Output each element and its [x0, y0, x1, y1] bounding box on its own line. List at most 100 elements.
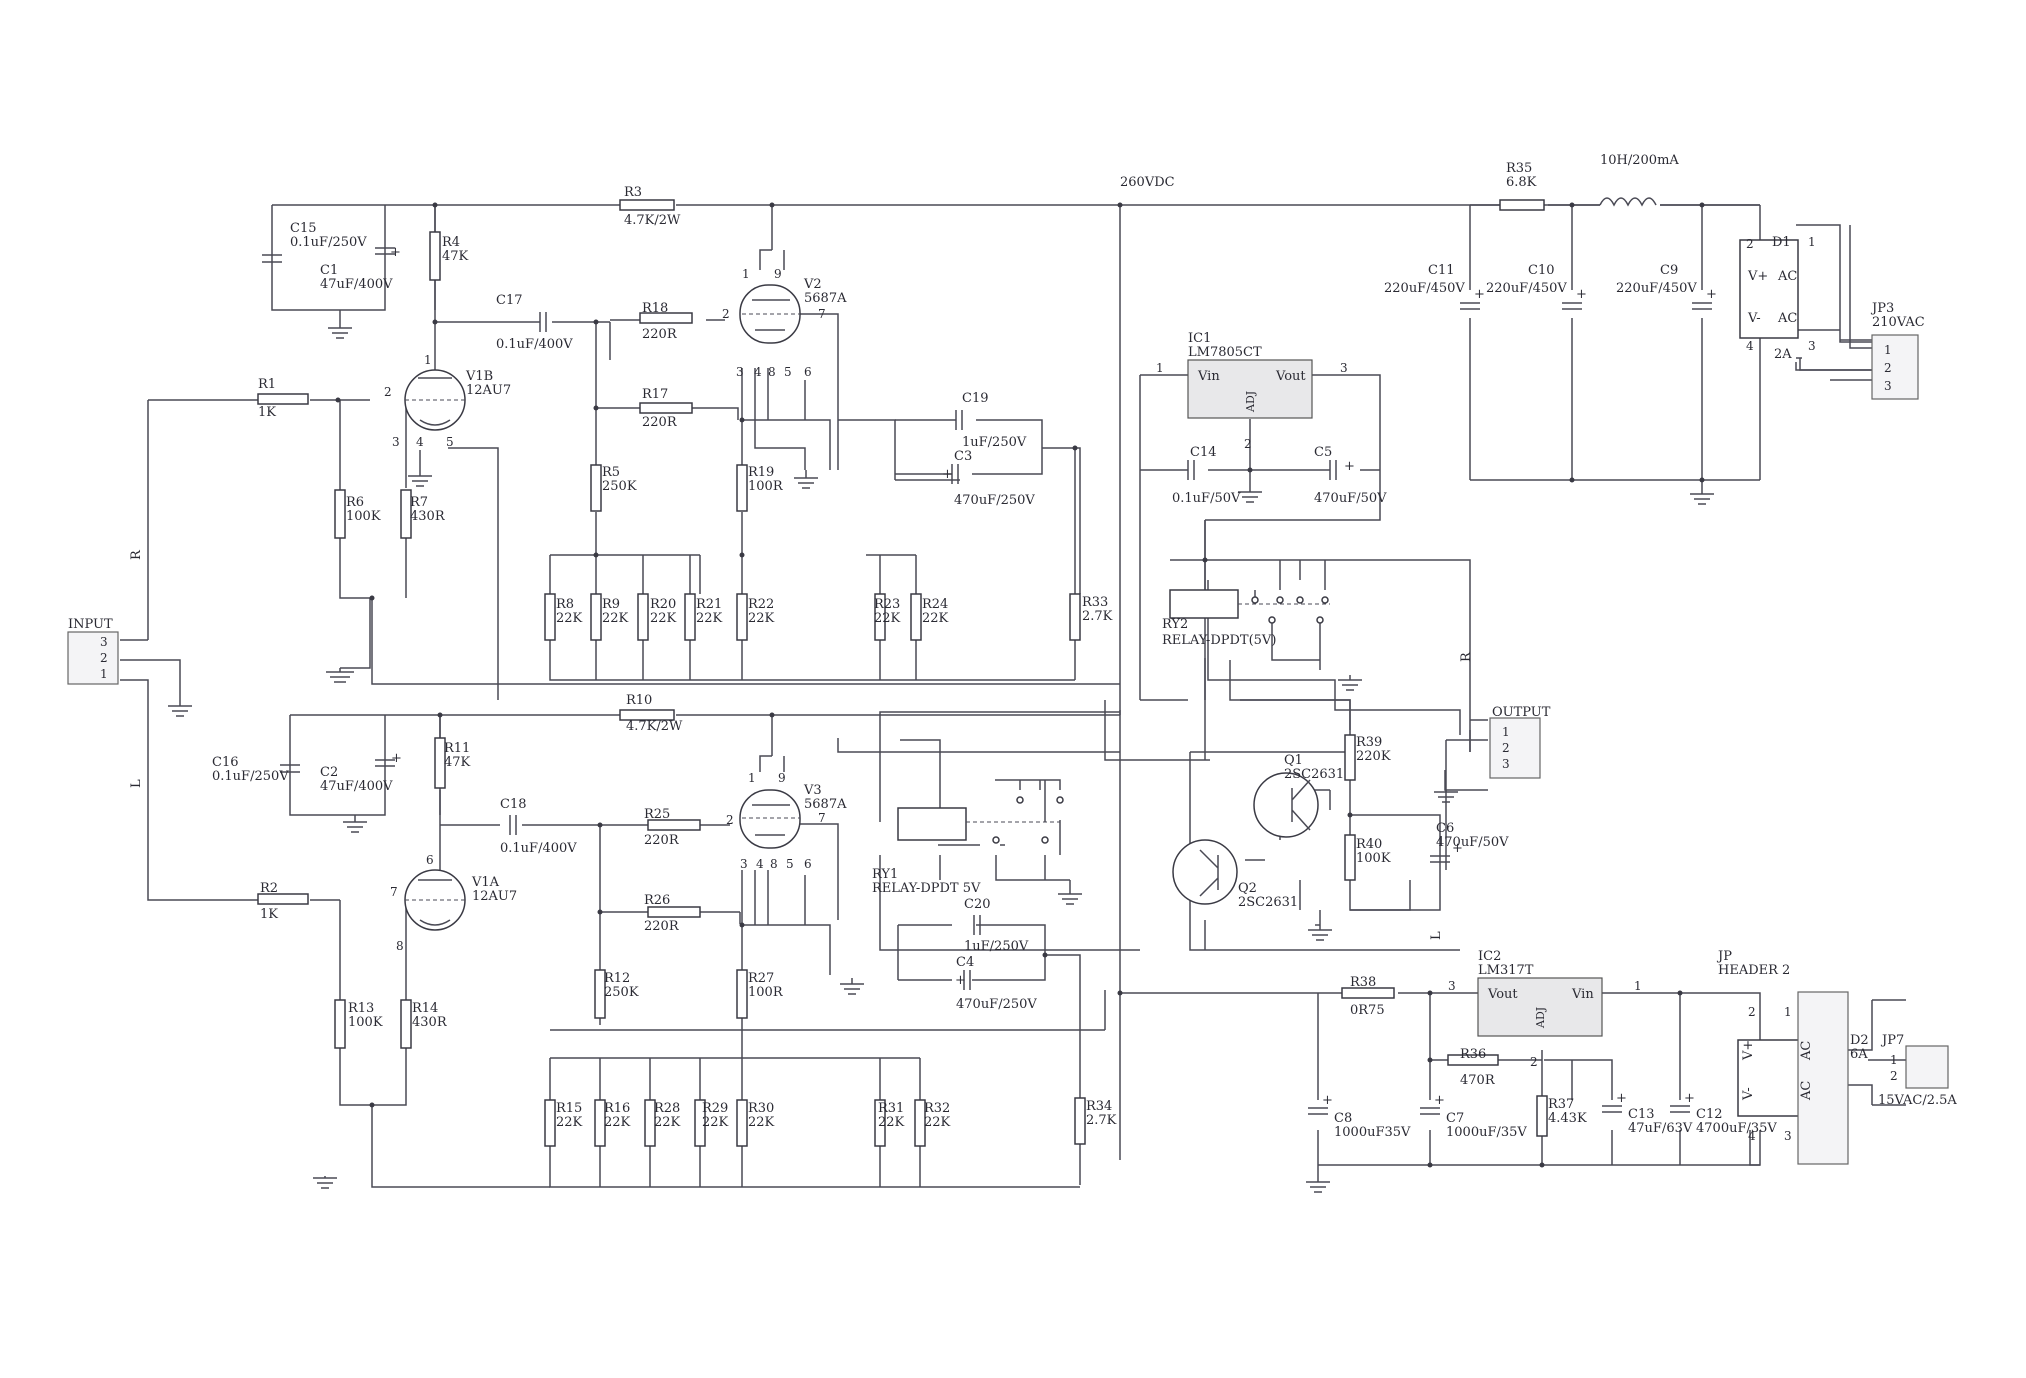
pin-number: 9 — [774, 267, 782, 281]
capacitor-symbols — [262, 247, 1712, 1115]
capacitor-ref: C19 — [962, 391, 989, 406]
pin-number: 1 — [748, 771, 756, 785]
bridge-pin-label: AC — [1777, 269, 1797, 284]
resistor-value: 1K — [260, 907, 278, 922]
polarity-mark: + — [1616, 1091, 1627, 1106]
resistor-ref: R19 — [748, 465, 774, 480]
capacitor-value: 4700uF/35V — [1696, 1121, 1777, 1136]
bridge-ref: D2 — [1850, 1033, 1869, 1048]
polarity-mark: + — [942, 467, 953, 482]
pin-number: 3 — [1448, 979, 1456, 993]
capacitor-value: 470uF/50V — [1436, 835, 1509, 850]
net-label: R — [129, 549, 144, 560]
net-labels: 260VDC R L R L — [129, 175, 1474, 940]
capacitor-ref: C7 — [1446, 1111, 1464, 1126]
capacitor-ref: C16 — [212, 755, 239, 770]
capacitor-ref: C10 — [1528, 263, 1555, 278]
ground-symbols — [168, 320, 1714, 1193]
resistor-ref: R2 — [260, 881, 278, 896]
resistor-ref: R8 — [556, 597, 574, 612]
tube-type: 12AU7 — [472, 889, 517, 904]
pin-number: 1 — [1884, 343, 1892, 357]
resistor-value: 22K — [604, 1115, 631, 1130]
resistor-ref: R39 — [1356, 735, 1382, 750]
resistor-ref: R14 — [412, 1001, 438, 1016]
bridge-pin-label: V+ — [1747, 269, 1768, 284]
pin-number: 3 — [392, 435, 400, 449]
capacitor-value: 0.1uF/400V — [500, 841, 577, 856]
resistor-ref: R38 — [1350, 975, 1376, 990]
net-label: L — [1429, 931, 1444, 940]
resistor-value: 22K — [650, 611, 677, 626]
pin-number: 4 — [416, 435, 424, 449]
capacitor-value: 0.1uF/400V — [496, 337, 573, 352]
polarity-mark: + — [1576, 287, 1587, 302]
pin-number: 5 — [446, 435, 454, 449]
resistor-ref: R22 — [748, 597, 774, 612]
resistor-value: 430R — [410, 509, 446, 524]
resistor-value: 22K — [874, 611, 901, 626]
resistor-value: 4.43K — [1548, 1111, 1587, 1126]
wire-layer — [120, 204, 1906, 1188]
resistor-value: 220R — [642, 415, 678, 430]
connector-ref: JP3 — [1870, 301, 1894, 316]
capacitor-ref: C15 — [290, 221, 317, 236]
pin-number: 3 — [1340, 361, 1348, 375]
pin-number: 5 — [784, 365, 792, 379]
polarity-mark: + — [1706, 287, 1717, 302]
resistor-value: 22K — [702, 1115, 729, 1130]
polarity-mark: + — [955, 973, 966, 988]
resistor-ref: R20 — [650, 597, 676, 612]
resistor-value: 4.7K/2W — [626, 719, 683, 734]
pin-number: 2 — [1748, 1005, 1756, 1019]
pin-number: 2 — [1890, 1069, 1898, 1083]
resistor-symbols — [257, 199, 1548, 1147]
capacitor-value: 470uF/250V — [954, 493, 1035, 508]
junction-dots — [335, 202, 1705, 1168]
capacitor-value: 220uF/450V — [1384, 281, 1465, 296]
tube-ref: V2 — [803, 277, 822, 292]
resistor-value: 6.8K — [1506, 175, 1537, 190]
pin-number: 4 — [1748, 1129, 1756, 1143]
pin-number: 6 — [426, 853, 434, 867]
pin-number: 8 — [768, 365, 776, 379]
transistor-labels: Q1 2SC2631 Q2 2SC2631 — [1238, 753, 1344, 910]
pin-number: 3 — [736, 365, 744, 379]
pin-number: 2 — [384, 385, 392, 399]
resistor-value: 220R — [642, 327, 678, 342]
resistor-value: 22K — [924, 1115, 951, 1130]
capacitor-ref: C13 — [1628, 1107, 1655, 1122]
capacitor-ref: C17 — [496, 293, 523, 308]
capacitor-value: 470uF/50V — [1314, 491, 1387, 506]
resistor-ref: R18 — [642, 301, 668, 316]
bridge-rating: 6A — [1850, 1047, 1868, 1062]
bridge-pin-label: AC — [1799, 1081, 1814, 1101]
resistor-ref: R11 — [444, 741, 470, 756]
bridge-ref: D1 — [1772, 235, 1791, 250]
resistor-ref: R21 — [696, 597, 722, 612]
pin-number: 6 — [804, 365, 812, 379]
bridge-pin-label: V+ — [1741, 1040, 1756, 1061]
capacitor-ref: C12 — [1696, 1107, 1723, 1122]
capacitor-ref: C18 — [500, 797, 527, 812]
resistor-value: 4.7K/2W — [624, 213, 681, 228]
capacitor-value: 1uF/250V — [964, 939, 1029, 954]
pin-number: 5 — [786, 857, 794, 871]
resistor-ref: R23 — [874, 597, 900, 612]
resistor-ref: R4 — [442, 235, 460, 250]
resistor-ref: R29 — [702, 1101, 728, 1116]
connector-ref: JP7 — [1880, 1033, 1904, 1048]
resistor-value: 470R — [1460, 1073, 1496, 1088]
ic-type: LM317T — [1478, 963, 1534, 978]
capacitor-ref: C9 — [1660, 263, 1678, 278]
capacitor-ref: C11 — [1428, 263, 1455, 278]
capacitor-value: 1uF/250V — [962, 435, 1027, 450]
pin-number: 1 — [1634, 979, 1642, 993]
pin-number: 4 — [754, 365, 762, 379]
capacitor-ref: C20 — [964, 897, 991, 912]
resistor-ref: R26 — [644, 893, 670, 908]
connector-value: 15VAC/2.5A — [1878, 1093, 1957, 1108]
resistor-ref: R5 — [602, 465, 620, 480]
pin-number: 4 — [1746, 339, 1754, 353]
